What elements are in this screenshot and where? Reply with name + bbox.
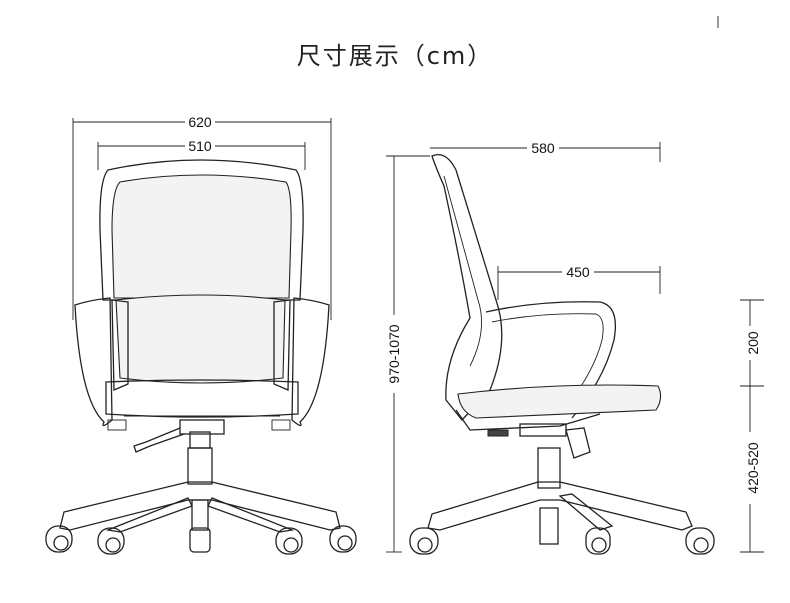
side-view: 580 450 [409, 140, 715, 555]
dim-label-620: 620 [188, 114, 212, 130]
dim-label-armrest-height: 200 [745, 331, 761, 355]
overall-height-dimension: 970-1070 [384, 155, 430, 553]
dim-label-seat-height: 420-520 [745, 442, 761, 494]
front-casters [45, 525, 357, 555]
dim-label-580: 580 [531, 140, 555, 156]
dim-label-overall-height: 970-1070 [386, 324, 402, 383]
side-backrest [431, 153, 503, 421]
seat-cushion [115, 294, 286, 384]
page-title: 尺寸展示（cm） [296, 42, 494, 70]
right-dimensions: 200 420-520 [740, 299, 764, 553]
dim-label-510: 510 [188, 138, 212, 154]
side-armrest [485, 301, 617, 419]
side-seat [457, 384, 662, 419]
side-casters [409, 527, 715, 555]
side-star-base [427, 481, 693, 531]
front-view: 620 510 [45, 114, 357, 555]
backrest-mesh [111, 174, 292, 299]
front-star-base [59, 481, 341, 531]
dim-label-450: 450 [566, 264, 590, 280]
